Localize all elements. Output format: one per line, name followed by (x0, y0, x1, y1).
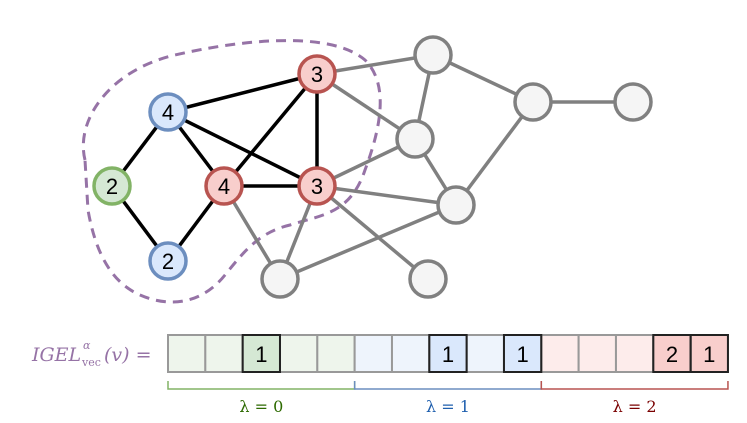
vector-cell-border (502, 334, 543, 373)
group-bracket (353, 381, 543, 390)
vector-cell (428, 334, 468, 373)
label-main: IGEL (31, 344, 81, 366)
graph-node (513, 82, 553, 122)
group-label: λ = 2 (613, 397, 657, 416)
vector-cell (465, 334, 505, 373)
vector-cell (614, 334, 655, 373)
graph-node (436, 185, 476, 225)
vector-cell (540, 334, 580, 373)
vector-cell-border (689, 334, 729, 373)
label-sub: vec (81, 356, 101, 369)
vector-cell (204, 334, 244, 373)
vector-cell-border (241, 334, 281, 373)
graph-node-red (297, 54, 337, 94)
vector-cell-value: 1 (703, 342, 715, 367)
graph-node-red (204, 166, 244, 206)
vector-cell (353, 334, 393, 373)
vector-cell (316, 334, 356, 373)
label-sup: α (83, 339, 91, 352)
vector-label: IGEL α vec (v) = (31, 339, 152, 369)
graph-node-green (92, 166, 132, 206)
graph-node (613, 82, 653, 122)
group-bracket (167, 381, 356, 390)
gray-edges (222, 53, 633, 281)
vector-cell-border (428, 334, 468, 373)
graph-node-blue (148, 92, 188, 132)
node-label: 2 (106, 174, 118, 199)
graph-node-red (297, 166, 337, 206)
group-label: λ = 1 (426, 397, 470, 416)
node-label: 4 (162, 100, 174, 125)
graph-node (408, 259, 448, 299)
vector-cell-value: 1 (517, 342, 529, 367)
vector-cell-value: 1 (442, 342, 454, 367)
lambda-groups: λ = 0 λ = 1 λ = 2 (167, 381, 729, 416)
group-bracket (540, 381, 729, 390)
vector-cell (390, 334, 431, 373)
vector-cell-value: 2 (666, 342, 678, 367)
node-label: 2 (162, 249, 174, 274)
vector-cell (278, 334, 319, 373)
graph-node (413, 35, 453, 75)
vector-cell-value: 1 (255, 342, 267, 367)
vector-cell (577, 334, 617, 373)
neighborhood-boundary (81, 39, 382, 304)
vector-cell (241, 334, 281, 373)
graph-node (395, 119, 435, 159)
label-arg: (v) = (104, 344, 152, 366)
group-label: λ = 0 (239, 397, 283, 416)
node-label: 4 (218, 174, 230, 199)
node-label: 3 (311, 62, 323, 87)
vector-cell (167, 334, 207, 373)
black-edges (110, 72, 319, 263)
graph-node-blue (148, 241, 188, 281)
graph-node (260, 259, 300, 299)
gray-nodes (260, 35, 653, 299)
node-label: 3 (311, 174, 323, 199)
